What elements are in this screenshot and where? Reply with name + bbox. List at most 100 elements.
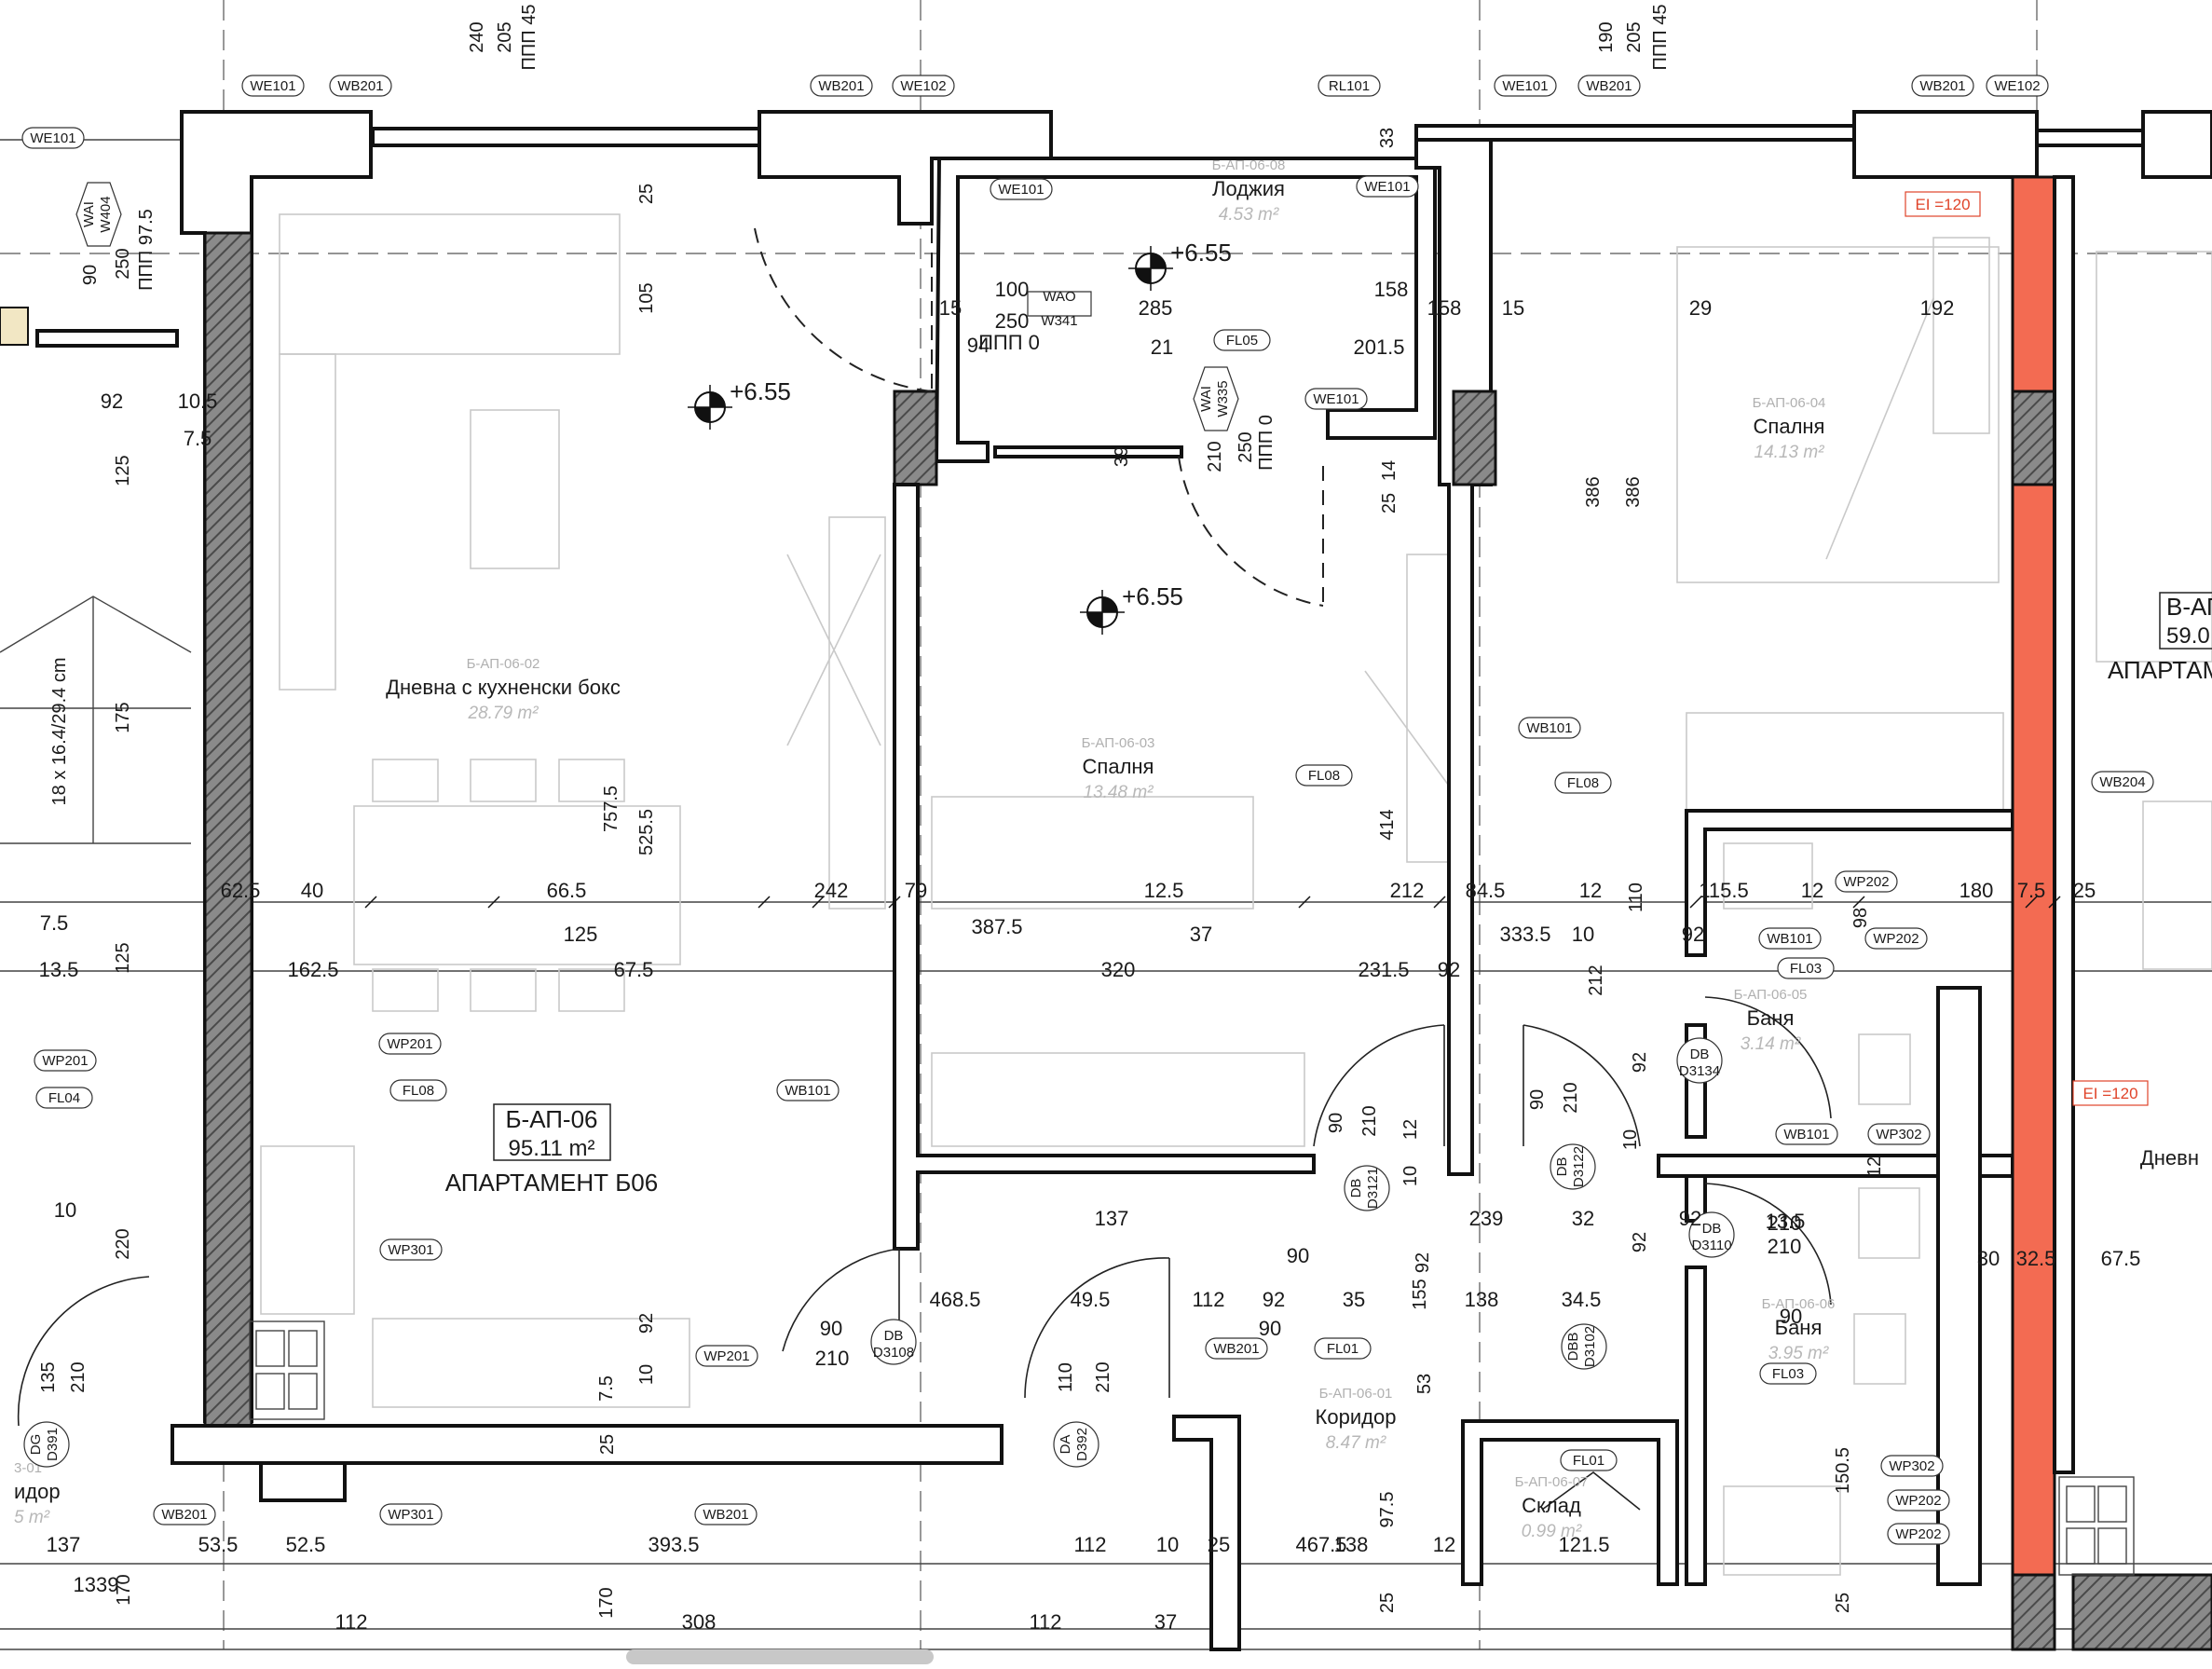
room-area: 3.95 m² [1768,1344,1829,1363]
dimension-value: 210 [1768,1211,1802,1235]
element-tag: WE101 [1356,175,1419,198]
element-tag-label: FL01 [1573,1453,1604,1469]
dimension-tick [888,896,901,909]
apartment-area: 95.11 m² [509,1136,595,1161]
dimension-value: 242 [814,879,849,902]
element-tag: WB101 [1518,717,1581,739]
element-tag: WB101 [776,1079,840,1101]
element-tag: FL01 [1560,1449,1618,1471]
element-tag-label: FL08 [403,1083,434,1099]
stair [0,595,192,844]
element-tag: WB101 [1775,1123,1838,1145]
horizontal-scrollbar[interactable] [626,1649,934,1664]
dimension-value: 25 [1208,1533,1230,1556]
dimension-value: 393.5 [648,1533,699,1556]
dimension-value: 25 [597,1434,618,1455]
dimension-value: 170 [114,1574,134,1605]
dimension-value: 90 [80,265,101,285]
element-tag-label: WE102 [1994,78,2040,94]
dimension-value: 320 [1101,958,1136,981]
dimension-value: 90 [1780,1305,1802,1328]
dimension-value: 210 [1561,1082,1581,1113]
element-tag-label: WP302 [1876,1127,1921,1142]
dimension-value: 414 [1377,809,1398,840]
dimension-value: 112 [1073,1533,1106,1556]
element-tag-label: WB201 [1213,1341,1259,1357]
element-tag-label: RL101 [1329,78,1370,94]
element-tag: FL01 [1314,1337,1372,1360]
door-code-id: D3121 [1365,1168,1381,1209]
dimension-value: 15 [1502,296,1524,320]
hex-tag-label: WAO [1043,289,1075,305]
room-code: Б-АП-06-03 [1082,735,1155,751]
dimension-value: 92 [1679,1207,1701,1230]
dimension-value: 468.5 [929,1288,980,1311]
dimension-value: 92 [1438,958,1460,981]
elevation-marker: +6.55 [1080,582,1183,635]
element-tag: WP201 [378,1033,442,1055]
dimension-value: 97.5 [1377,1492,1398,1528]
dimension-value: 210 [1359,1105,1380,1136]
dimension-value: 33 [1377,128,1398,148]
door-code-type: DA [1058,1435,1073,1455]
hex-tag-label: WAI [1198,386,1214,412]
dimension-value: 25 [1379,493,1400,513]
room-code: Б-АП-06-04 [1753,395,1826,411]
elevation-value: +6.55 [730,377,791,405]
element-tag: WB201 [153,1503,216,1525]
dimension-value: 25 [636,184,657,204]
element-tag: WB201 [810,75,873,97]
dimension-value: 30 [1977,1247,2000,1270]
neighbor-title-box [2159,592,2212,650]
element-tag: WP202 [1887,1489,1950,1512]
element-tag-label: WB101 [785,1083,830,1099]
dimension-value: 158 [1374,278,1409,301]
element-tag-label: WB201 [703,1507,748,1523]
fire-rating-box [2072,1080,2149,1106]
dimension-value: 125 [564,923,598,946]
dimension-value: 98 [1850,908,1871,928]
door-code-type: DB [1554,1157,1570,1177]
dimension-tick [1689,896,1702,909]
dimension-value: 10 [1156,1533,1179,1556]
element-tag-label: WE101 [998,182,1044,198]
elevation-marker: +6.55 [688,377,791,430]
element-tag-label: WE101 [1313,391,1359,407]
element-tag-label: FL03 [1772,1366,1804,1382]
room-area: 13.48 m² [1084,783,1154,802]
dimension-value: 14 [1379,460,1400,481]
room-area: 28.79 m² [468,704,539,723]
dimension-value: 7.5 [2017,879,2046,902]
dimension-value: 90 [1527,1089,1548,1110]
dimension-value: 92 [101,390,123,413]
dimension-value: 112 [335,1610,367,1634]
neighbor-code: В-АП [2166,593,2212,621]
fire-rating-box [1905,191,1981,217]
dimension-value: 210 [68,1361,89,1392]
dimension-value: 205 [495,21,515,52]
elevation-value: +6.55 [1122,582,1183,610]
dimension-value: 1339 [74,1573,119,1596]
element-tag: WB201 [329,75,392,97]
apartment-name: АПАРТАМЕНТ Б06 [445,1169,658,1197]
room-name: Дневна с кухненски бокс [386,676,621,699]
dimension-value: 212 [1390,879,1425,902]
room-name: Лоджия [1212,177,1285,200]
dimension-value: 13.5 [1766,1210,1806,1233]
element-tag: WE101 [241,75,305,97]
dimension-value: 137 [1095,1207,1129,1230]
room-code: Б-АП-06-01 [1319,1386,1393,1402]
room-name: Баня [1747,1006,1795,1030]
dimension-value: 34.5 [1562,1288,1602,1311]
dimension-value: 112 [1192,1288,1224,1311]
dimension-value: 67.5 [2101,1247,2141,1270]
element-tag: WE101 [990,178,1053,200]
dimension-value: 155 [1410,1279,1430,1309]
dimension-value: 210 [1205,441,1225,472]
element-tag: WB101 [1758,927,1822,950]
dimension-value: 90 [1326,1113,1346,1133]
dimension-value: 12 [1801,879,1823,902]
